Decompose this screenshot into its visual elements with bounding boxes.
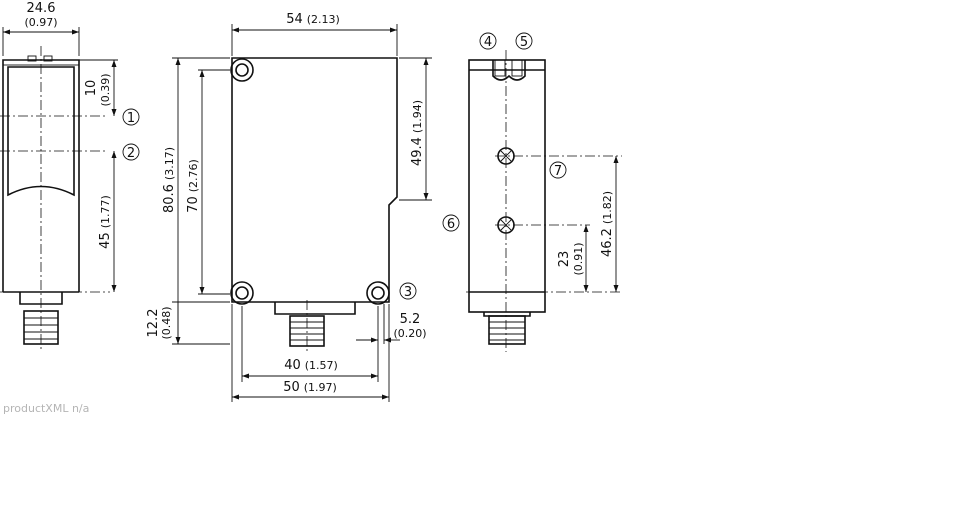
dim-top-to-1: 10: [84, 80, 99, 97]
dim-hole-dia: 5.2: [400, 312, 421, 327]
dim-connector-height: 12.2: [146, 309, 161, 338]
footer-text: productXML n/a: [3, 402, 89, 415]
callout-5: 5: [520, 35, 528, 50]
dim-connector-height-inch: (0.48): [160, 306, 173, 339]
dim-top-to-1-inch: (0.39): [99, 73, 112, 106]
dim-screw-low-inch: (0.91): [572, 242, 585, 275]
dim-hole-dia-inch: (0.20): [393, 327, 426, 340]
side-view: 24.6 (0.97) 10 (0.39) 45(1.77) 1 2: [0, 1, 140, 352]
dim-hole-spacing-v: 70(2.76): [186, 159, 201, 213]
callout-1: 1: [127, 111, 135, 126]
callout-2: 2: [127, 146, 135, 161]
dim-front-width: 54(2.13): [286, 12, 340, 27]
rear-view: 46.2(1.82) 23 (0.91) 4 5 6 7: [442, 32, 622, 352]
dim-screw-low: 23: [557, 251, 572, 268]
dim-height-45: 45(1.77): [98, 195, 113, 249]
dim-base-width: 50(1.97): [283, 380, 337, 395]
dim-side-width: 24.6: [27, 1, 56, 16]
dim-hole-spacing-h: 40(1.57): [284, 358, 338, 373]
dim-upper-step: 49.4(1.94): [410, 100, 425, 166]
callout-4: 4: [484, 35, 492, 50]
dim-screw-distance: 46.2(1.82): [600, 191, 615, 257]
dim-side-width-inch: (0.97): [24, 16, 57, 29]
front-view: 54(2.13) 80.6(3.17) 70(2.76) 12.2 (0.48)…: [146, 12, 432, 402]
callout-7: 7: [554, 164, 562, 179]
dim-total-height: 80.6(3.17): [162, 147, 177, 213]
callout-6: 6: [447, 217, 455, 232]
callout-3: 3: [404, 285, 412, 300]
